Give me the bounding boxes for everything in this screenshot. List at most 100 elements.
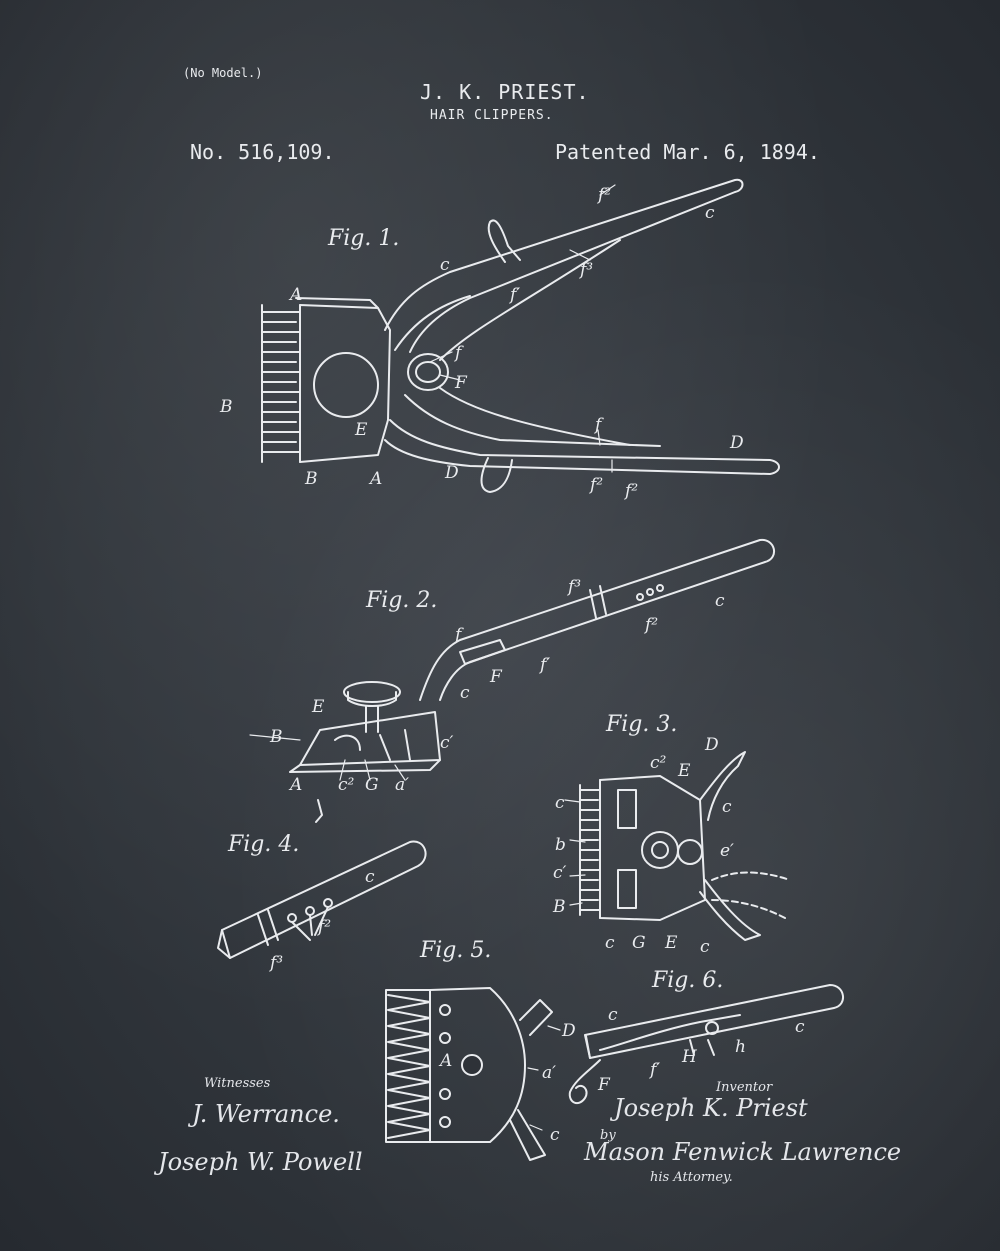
fig-1-pivot-disc [313, 352, 379, 418]
svg-text:f²: f² [596, 185, 611, 205]
svg-text:f³: f³ [578, 260, 593, 280]
svg-text:c: c [715, 591, 725, 611]
svg-text:a′: a′ [542, 1063, 556, 1083]
fig-2-drawing [289, 538, 775, 823]
svg-text:D: D [729, 433, 744, 453]
svg-text:B: B [219, 397, 233, 417]
svg-text:B: B [304, 469, 318, 489]
by-label: by [600, 1128, 616, 1143]
fig-3-drawing [579, 751, 791, 941]
fig-3-label: Fig. 3. [606, 712, 678, 737]
fig-1-label: Fig. 1. [328, 226, 400, 251]
svg-text:D: D [444, 463, 459, 483]
fig-5-teeth [387, 994, 431, 1139]
witness-2-signature: Joseph W. Powell [158, 1148, 363, 1176]
svg-text:c²: c² [650, 753, 667, 773]
fig-1-comb-teeth [261, 311, 301, 453]
svg-text:G: G [632, 933, 646, 953]
svg-text:E: E [354, 420, 368, 440]
svg-text:f³: f³ [268, 953, 283, 973]
patent-number: No. 516,109. [190, 140, 335, 164]
fig-5-handle-bottom [509, 1109, 546, 1161]
fig-5-plate [429, 987, 526, 1143]
fig-3-teeth [579, 789, 601, 911]
fig-2-thumb-screw [343, 681, 401, 703]
fig-1-spring-ring [407, 353, 449, 391]
svg-text:c: c [605, 933, 615, 953]
svg-text:c: c [555, 793, 565, 813]
svg-text:A: A [288, 775, 302, 795]
witness-1-signature: J. Werrance. [192, 1100, 340, 1128]
svg-text:F: F [454, 373, 468, 393]
svg-text:f³: f³ [566, 577, 581, 597]
fig-3-pivot [641, 831, 679, 869]
fig-1-finger-rest [487, 219, 521, 263]
svg-text:c: c [700, 937, 710, 957]
svg-text:c: c [705, 203, 715, 223]
svg-text:c′: c′ [553, 863, 567, 883]
svg-text:e′: e′ [720, 841, 734, 861]
attorney-signature: Mason Fenwick Lawrence [584, 1138, 902, 1166]
svg-text:f²: f² [623, 481, 638, 501]
fig-5-drawing [385, 987, 553, 1161]
svg-text:a′: a′ [395, 775, 409, 795]
svg-text:f: f [453, 343, 464, 363]
fig-6-label: Fig. 6. [652, 968, 724, 993]
svg-text:f: f [593, 415, 604, 435]
svg-text:f: f [453, 625, 464, 645]
svg-text:D: D [704, 735, 719, 755]
fig-2-handle [419, 538, 775, 701]
inventor-label: Inventor [716, 1080, 773, 1095]
svg-text:c²: c² [338, 775, 355, 795]
svg-text:f²: f² [316, 917, 331, 937]
svg-text:A: A [368, 469, 382, 489]
fig-5-center-hole [461, 1054, 483, 1076]
svg-text:f²: f² [643, 615, 658, 635]
invention-title: HAIR CLIPPERS. [430, 108, 554, 123]
no-model-note: (No Model.) [183, 66, 263, 80]
svg-text:B: B [269, 727, 283, 747]
inventor-name: J. K. PRIEST. [420, 80, 590, 104]
svg-text:B: B [552, 897, 566, 917]
svg-text:c: c [722, 797, 732, 817]
svg-text:c: c [795, 1017, 805, 1037]
svg-text:f′: f′ [538, 655, 550, 675]
svg-text:c: c [365, 867, 375, 887]
fig-1-drawing [261, 178, 780, 493]
fig-1-lower-handle [384, 419, 780, 475]
svg-text:b: b [555, 835, 566, 855]
witnesses-label: Witnesses [204, 1076, 271, 1091]
svg-text:G: G [365, 775, 379, 795]
svg-text:F: F [597, 1075, 611, 1095]
fig-6-drawing [568, 984, 844, 1105]
fig-2-label: Fig. 2. [366, 588, 438, 613]
svg-text:f′: f′ [508, 285, 520, 305]
svg-text:E: E [311, 697, 325, 717]
fig-1-spring [439, 239, 621, 361]
svg-text:H: H [681, 1047, 698, 1067]
svg-text:F: F [489, 667, 503, 687]
svg-text:f²: f² [588, 475, 603, 495]
inventor-signature: Joseph K. Priest [614, 1094, 808, 1122]
fig-1-comb-frame [261, 304, 301, 463]
fig-2-body [299, 711, 441, 766]
fig-3-handle-lower [699, 879, 761, 941]
patent-date: Patented Mar. 6, 1894. [555, 140, 820, 164]
svg-text:A: A [288, 285, 302, 305]
fig-1-lower-finger-rest [480, 457, 513, 493]
fig-6-spring [599, 1014, 741, 1051]
svg-text:c: c [550, 1125, 560, 1145]
fig-1-upper-handle [384, 178, 744, 353]
svg-text:f′: f′ [648, 1060, 660, 1080]
svg-text:c: c [460, 683, 470, 703]
fig-6-handle [584, 984, 844, 1059]
fig-4-handle [221, 840, 427, 959]
svg-text:c: c [608, 1005, 618, 1025]
svg-text:E: E [664, 933, 678, 953]
fig-5-handle-top [519, 999, 553, 1036]
svg-text:c′: c′ [440, 733, 454, 753]
svg-text:c: c [440, 255, 450, 275]
fig-4-label: Fig. 4. [228, 832, 300, 857]
